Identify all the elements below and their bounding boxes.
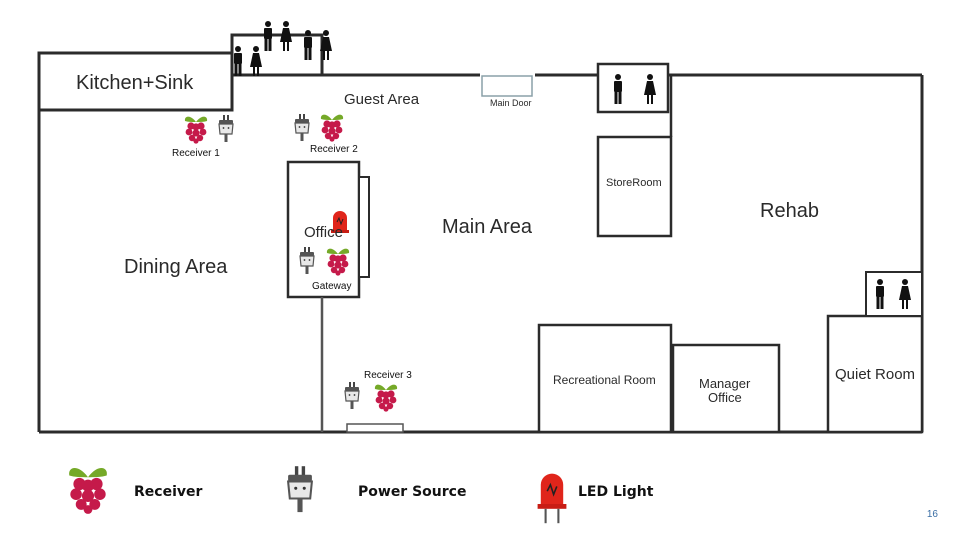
office-label: Office bbox=[304, 224, 343, 241]
receiver-3-raspberry-icon bbox=[374, 384, 398, 412]
office-door bbox=[358, 176, 370, 278]
main-door bbox=[481, 75, 533, 97]
receiver-2-label: Receiver 2 bbox=[310, 144, 358, 155]
quiet-room bbox=[826, 314, 924, 434]
legend-power-source-label: Power Source bbox=[358, 484, 467, 500]
side-restroom bbox=[865, 271, 923, 317]
receiver-3-plug-icon bbox=[344, 381, 360, 410]
legend-receiver-label: Receiver bbox=[134, 484, 203, 500]
office-room bbox=[286, 160, 361, 299]
manager-office-label-2: Office bbox=[708, 390, 742, 405]
guest-area-label: Guest Area bbox=[344, 91, 420, 108]
legend-led-icon bbox=[536, 472, 568, 524]
manager-office-label-1: Manager bbox=[699, 376, 751, 391]
legend-raspberry-icon bbox=[69, 468, 107, 514]
dining-area-label: Dining Area bbox=[124, 256, 228, 278]
rehab-label: Rehab bbox=[760, 200, 819, 222]
receiver-2-plug-icon bbox=[294, 113, 310, 142]
kitchen-label: Kitchen+Sink bbox=[76, 72, 194, 94]
receiver-2-raspberry-icon bbox=[320, 114, 344, 142]
bottom-door bbox=[346, 423, 404, 433]
top-restroom bbox=[596, 62, 670, 114]
recreational-room bbox=[537, 323, 673, 434]
page-number: 16 bbox=[926, 509, 938, 520]
legend-plug-icon bbox=[287, 465, 313, 514]
quiet-room-label: Quiet Room bbox=[835, 366, 916, 383]
main-area-label: Main Area bbox=[442, 216, 533, 238]
main-door-label: Main Door bbox=[490, 98, 532, 108]
receiver-3-label: Receiver 3 bbox=[364, 370, 412, 381]
gateway-label: Gateway bbox=[312, 281, 352, 292]
storeroom-label: StoreRoom bbox=[606, 177, 662, 189]
recreational-room-label: Recreational Room bbox=[553, 373, 656, 387]
receiver-1-plug-icon bbox=[218, 114, 234, 143]
receiver-1-raspberry-icon bbox=[184, 116, 208, 144]
restroom-icons-top bbox=[234, 21, 332, 76]
receiver-1-label: Receiver 1 bbox=[172, 148, 220, 159]
manager-office-room bbox=[671, 343, 781, 434]
storeroom bbox=[596, 135, 673, 238]
legend-led-light-label: LED Light bbox=[578, 484, 654, 500]
